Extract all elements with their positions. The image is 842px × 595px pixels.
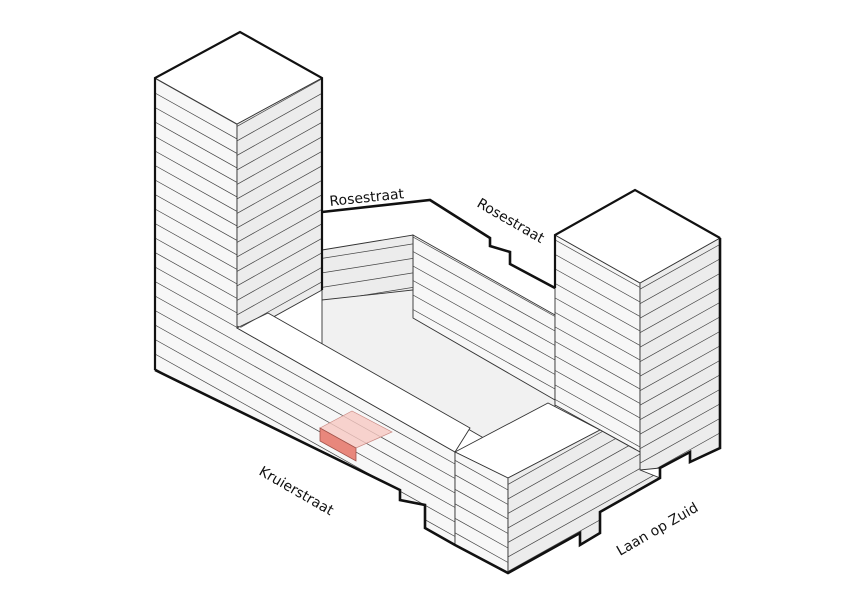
floor-line — [555, 384, 640, 433]
floor-line — [237, 208, 322, 258]
floor-line — [155, 353, 455, 523]
floor-line — [555, 239, 640, 288]
street-outline — [154, 198, 722, 575]
floor-line — [322, 243, 413, 259]
floor-line — [455, 459, 508, 491]
floor-line — [237, 252, 322, 301]
floor-line — [237, 281, 322, 330]
floor-line — [237, 136, 322, 185]
floor-line — [555, 341, 640, 390]
floor-line — [413, 280, 555, 361]
floor-line — [155, 295, 455, 465]
back-wing-side — [321, 234, 414, 301]
floor-line — [455, 503, 508, 534]
floor-line — [705, 461, 720, 470]
label-laan-op-zuid: Laan op Zuid — [614, 500, 701, 560]
floor-line — [237, 223, 322, 272]
floor-line — [237, 150, 322, 200]
floor-line — [155, 513, 212, 545]
floor-line — [309, 78, 455, 160]
floor-line — [237, 107, 322, 156]
label-rosestraat-1: Rosestraat — [329, 186, 406, 210]
floor-line — [455, 517, 508, 549]
floor-line — [508, 430, 606, 485]
floor-line — [555, 326, 640, 375]
floor-line — [455, 561, 476, 573]
floor-line — [155, 527, 186, 545]
floor-line — [361, 78, 455, 131]
floor-line — [386, 78, 455, 117]
floor-line — [155, 455, 315, 545]
label-rosestraat-2: Rosestraat — [474, 196, 547, 247]
floor-line — [640, 287, 720, 334]
floor-line — [640, 374, 720, 421]
floor-line — [555, 297, 640, 346]
floor-line — [508, 456, 660, 543]
floor-line — [155, 339, 455, 508]
floor-line — [237, 92, 322, 142]
floor-line — [155, 310, 455, 479]
floor-line — [486, 235, 555, 274]
floor-line — [455, 488, 508, 520]
floor-line — [555, 283, 640, 332]
tower-outlines — [153, 30, 721, 370]
floor-line — [413, 236, 555, 317]
floor-line — [640, 345, 720, 392]
floor-line — [322, 258, 413, 274]
highlight-front — [319, 427, 357, 462]
floor-line — [155, 484, 264, 545]
floor-line — [237, 194, 322, 243]
floor-line — [322, 272, 413, 288]
floor-line — [640, 360, 720, 406]
floor-line — [555, 399, 640, 448]
floor-line — [555, 312, 640, 361]
highlighted-unit — [319, 410, 393, 462]
floor-line — [555, 355, 640, 404]
floor-line — [335, 78, 455, 146]
floor-line — [237, 121, 322, 171]
right-tower-se-face-floor-lines — [640, 238, 720, 470]
floor-line — [455, 474, 508, 505]
floor-line — [640, 302, 720, 348]
floor-line — [155, 324, 455, 494]
floor-line — [640, 418, 720, 464]
floor-line — [640, 273, 720, 319]
floor-line — [155, 542, 160, 545]
floor-line — [555, 254, 640, 303]
floor-line — [508, 430, 632, 500]
floor-line — [555, 268, 640, 317]
floor-line — [455, 532, 508, 563]
floor-line — [640, 403, 720, 450]
floor-line — [555, 370, 640, 419]
floor-line — [413, 251, 555, 332]
floor-line — [237, 237, 322, 287]
floor-line — [311, 324, 322, 331]
floor-line — [653, 432, 720, 470]
floor-line — [508, 471, 660, 558]
floor-line — [237, 266, 322, 316]
floor-line — [640, 389, 720, 435]
floor-line — [438, 78, 455, 88]
floor-line — [634, 558, 660, 573]
floor-line — [237, 165, 322, 214]
floor-line — [413, 294, 555, 375]
floor-line — [640, 258, 720, 305]
floor-line — [237, 179, 322, 229]
floor-line — [640, 316, 720, 363]
label-kruierstraat: Kruierstraat — [256, 464, 337, 520]
floor-line — [237, 78, 322, 127]
floor-line — [640, 244, 720, 290]
left-tower-se-face-floor-lines — [237, 78, 322, 331]
floor-line — [508, 442, 660, 529]
floor-line — [640, 331, 720, 377]
floor-line — [155, 498, 238, 545]
floor-line — [413, 309, 555, 390]
floor-line — [412, 78, 455, 102]
floor-line — [413, 265, 555, 346]
